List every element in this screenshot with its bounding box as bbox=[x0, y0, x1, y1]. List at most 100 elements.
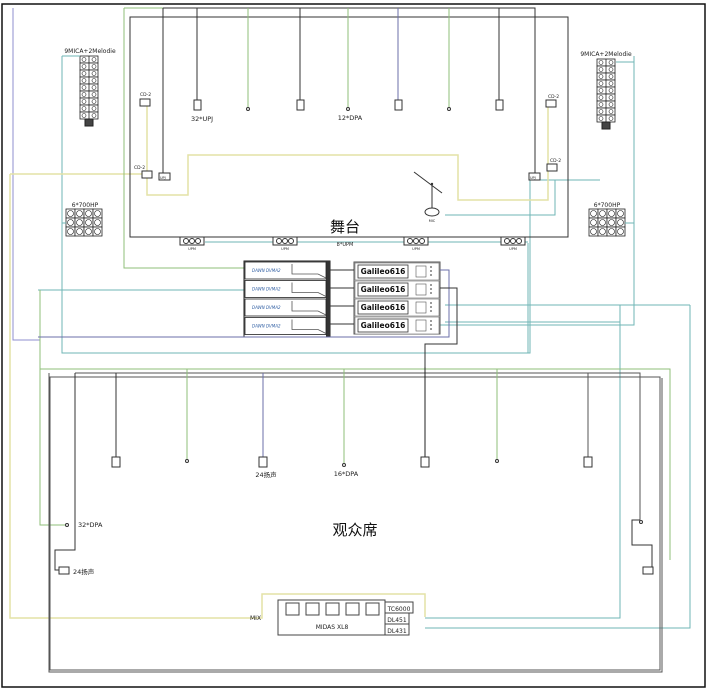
svg-text:UPJ: UPJ bbox=[530, 176, 536, 180]
sub-cabinet bbox=[65, 208, 76, 219]
upm-speaker: UPM bbox=[272, 236, 298, 251]
array-cabinet bbox=[79, 55, 99, 64]
svg-text:6*700HP: 6*700HP bbox=[72, 202, 99, 209]
sub-cabinet bbox=[588, 217, 599, 228]
amplifier-unit: DAWN DVMA2 bbox=[244, 298, 327, 317]
speaker-icon bbox=[583, 456, 593, 468]
sub-cabinet bbox=[83, 208, 94, 219]
array-cabinet bbox=[79, 97, 99, 106]
array-cabinet bbox=[79, 69, 99, 78]
array-cabinet bbox=[596, 58, 616, 67]
speaker-icon bbox=[258, 456, 268, 468]
amplifier-unit: DAWN DVMA2 bbox=[244, 261, 327, 280]
stage-area bbox=[129, 16, 569, 238]
left-blue-border-line bbox=[12, 8, 40, 341]
sub-cabinet bbox=[597, 208, 608, 219]
sub-cabinet bbox=[615, 217, 626, 228]
right-speaker-array: 9MICA+2Melodie bbox=[580, 51, 632, 130]
svg-text:UPM: UPM bbox=[188, 247, 196, 251]
black-processor-route bbox=[424, 287, 458, 367]
yellow-cd-route bbox=[146, 105, 549, 201]
blue-processor-return bbox=[38, 269, 450, 338]
dl431-unit bbox=[384, 623, 410, 636]
sub-cabinet bbox=[588, 208, 599, 219]
upm-speaker: UPM bbox=[403, 236, 429, 251]
sub-cabinet bbox=[65, 226, 76, 237]
yellow-mix-route bbox=[9, 173, 426, 619]
console-name: MIDAS XL8 bbox=[316, 624, 349, 631]
svg-text:Galileo616: Galileo616 bbox=[361, 303, 406, 312]
svg-text:DAWN DVMA2: DAWN DVMA2 bbox=[252, 268, 281, 273]
green-top-left-line bbox=[123, 8, 246, 269]
audience-drop-lines bbox=[115, 367, 589, 464]
svg-text:UPM: UPM bbox=[412, 247, 420, 251]
mic-icon bbox=[246, 107, 250, 111]
svg-text:6*700HP: 6*700HP bbox=[594, 202, 621, 209]
right-sub-array: 6*700HP bbox=[588, 202, 626, 237]
speaker-icon bbox=[58, 566, 70, 575]
cyan-right-rack-route bbox=[440, 56, 635, 326]
sub-cabinet bbox=[74, 226, 85, 237]
sub-cabinet bbox=[606, 226, 617, 237]
black-audience-route bbox=[75, 372, 641, 520]
processor-unit: Galileo616 bbox=[354, 298, 440, 317]
svg-text:UPM: UPM bbox=[509, 247, 517, 251]
sub-cabinet bbox=[92, 226, 103, 237]
svg-text:Galileo616: Galileo616 bbox=[361, 321, 406, 330]
audience-mic-icons bbox=[65, 459, 643, 527]
svg-text:MIC: MIC bbox=[429, 219, 436, 223]
outer-frame bbox=[1, 3, 706, 688]
black-top-line bbox=[163, 7, 536, 20]
left-audience-speaker-route bbox=[54, 373, 76, 571]
cyan-dl451-route bbox=[425, 305, 621, 619]
svg-text:UPM: UPM bbox=[281, 247, 289, 251]
stage-speaker-icons bbox=[193, 99, 504, 111]
cyan-mic-route bbox=[445, 180, 556, 216]
svg-text:CD-2: CD-2 bbox=[550, 158, 561, 164]
audience-speaker-icons bbox=[58, 456, 654, 575]
speaker-icon bbox=[111, 456, 121, 468]
cyan-dl431-route bbox=[425, 305, 691, 629]
array-cabinet bbox=[596, 114, 616, 123]
audience-dpa-label: 16*DPA bbox=[334, 470, 359, 478]
melodie-cabinet bbox=[84, 118, 94, 127]
svg-text:CD-2: CD-2 bbox=[140, 92, 151, 98]
sub-cabinet bbox=[74, 217, 85, 228]
audience-speaker-label: 24扬声 bbox=[255, 470, 277, 479]
console-fader-bank bbox=[285, 602, 300, 616]
stage-drop-lines bbox=[162, 8, 536, 175]
sub-cabinet bbox=[606, 217, 617, 228]
stage-dpa-label: 12*DPA bbox=[338, 114, 363, 122]
array-cabinet bbox=[79, 83, 99, 92]
processor-unit: Galileo616 bbox=[354, 316, 440, 335]
console-fader-bank bbox=[325, 602, 340, 616]
svg-text:DAWN DVMA2: DAWN DVMA2 bbox=[252, 305, 281, 310]
array-cabinet bbox=[596, 107, 616, 116]
sub-cabinet bbox=[92, 217, 103, 228]
speaker-icon bbox=[495, 99, 504, 111]
mic-icon bbox=[639, 520, 643, 524]
array-cabinet bbox=[79, 90, 99, 99]
mic-icon bbox=[346, 107, 350, 111]
sub-cabinet bbox=[65, 217, 76, 228]
left-speaker-label: 24扬声 bbox=[73, 567, 95, 576]
svg-text:TC6000: TC6000 bbox=[387, 606, 411, 613]
stage-mic-icons bbox=[246, 107, 451, 111]
left-speaker-array: 9MICA+2Melodie bbox=[64, 48, 116, 127]
mic-icon bbox=[495, 459, 499, 463]
svg-text:9MICA+2Melodie: 9MICA+2Melodie bbox=[580, 51, 632, 58]
green-audience-route bbox=[40, 368, 671, 560]
mic-icon bbox=[185, 459, 189, 463]
processor-unit: Galileo616 bbox=[354, 280, 440, 299]
array-cabinet bbox=[596, 86, 616, 95]
processor-unit: Galileo616 bbox=[354, 262, 440, 281]
green-left-dpa-route bbox=[39, 290, 65, 526]
speaker-icon bbox=[420, 456, 430, 468]
array-cabinet bbox=[596, 93, 616, 102]
sub-cabinet bbox=[588, 226, 599, 237]
array-cabinet bbox=[596, 100, 616, 109]
mic-icon bbox=[447, 107, 451, 111]
sub-cabinet bbox=[615, 226, 626, 237]
array-cabinet bbox=[596, 65, 616, 74]
